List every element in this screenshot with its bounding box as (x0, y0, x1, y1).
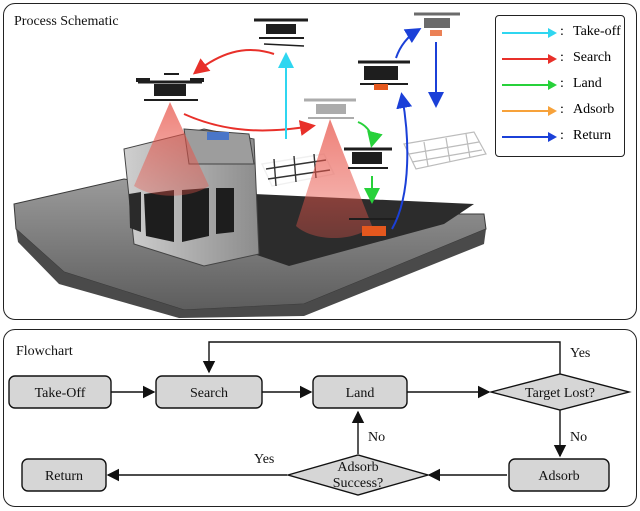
flowchart-panel: Flowchart (3, 329, 637, 507)
node-search (155, 375, 263, 409)
legend-item-search: : Search (502, 50, 622, 68)
node-land-label: Land (346, 386, 375, 401)
return-arrow (391, 92, 413, 230)
legend-label: Search (573, 50, 612, 65)
search-cone-right (296, 119, 372, 238)
edge-label-yes-top: Yes (570, 346, 590, 361)
drone-icon (254, 18, 308, 47)
legend-label: Adsorb (573, 102, 615, 117)
node-takeoff-label: Take-Off (35, 386, 86, 401)
legend: : Take-off : Search : Land : Adsorb : (495, 15, 625, 157)
search-arrow (183, 113, 316, 136)
node-search-label: Search (190, 386, 228, 401)
legend-label: Land (573, 76, 602, 91)
legend-item-land: : Land (502, 76, 622, 94)
node-adsorb-success-label-1: Adsorb (337, 460, 378, 475)
legend-item-takeoff: : Take-off (502, 24, 622, 42)
drone-icon (358, 60, 410, 90)
node-adsorb-label: Adsorb (538, 469, 579, 484)
node-adsorb-success (285, 454, 431, 496)
legend-item-return: : Return (502, 128, 622, 146)
drone-icon (136, 73, 204, 101)
legend-label: Return (573, 128, 612, 143)
ghost-platform (403, 131, 487, 170)
edge-label-no-left: No (368, 430, 385, 445)
search-cone-left (134, 102, 209, 196)
flowchart-title: Flowchart (16, 344, 73, 359)
edge-target-yes (202, 341, 561, 375)
edge-label-no-right: No (570, 430, 587, 445)
landing-platform (260, 153, 336, 187)
node-target-lost-label: Target Lost? (525, 386, 595, 401)
process-schematic-panel: Process Schematic (3, 3, 637, 320)
boat-illustration (13, 12, 487, 318)
legend-label: Take-off (573, 24, 621, 39)
process-schematic-title: Process Schematic (14, 14, 119, 29)
legend-item-adsorb: : Adsorb (502, 102, 622, 120)
node-return-label: Return (45, 469, 83, 484)
drone-icon (349, 218, 396, 236)
land-arrow (357, 121, 383, 148)
node-land (312, 375, 408, 409)
node-adsorb (508, 458, 610, 492)
drone-icon (414, 12, 460, 36)
node-return (21, 458, 107, 492)
node-adsorb-success-label-2: Success? (333, 476, 384, 491)
node-target-lost (488, 373, 632, 411)
flowchart: Take-Off Search Land Target Lost? Adsorb… (8, 341, 632, 496)
search-arrow (192, 49, 275, 75)
drone-icon (304, 98, 356, 119)
drone-icon (344, 147, 392, 169)
edge-label-yes-bottom: Yes (254, 452, 274, 467)
node-takeoff (8, 375, 112, 409)
return-arrow (395, 27, 422, 59)
